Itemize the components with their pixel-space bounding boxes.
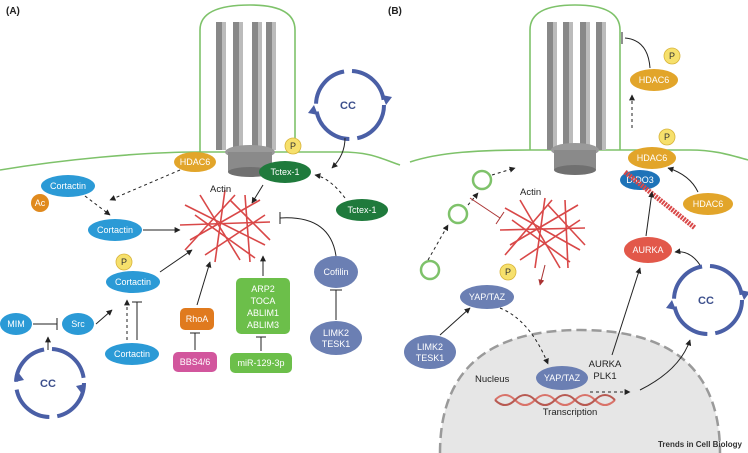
b-aurka-plk-line1: AURKA bbox=[589, 359, 622, 370]
b-phospho-hdac6-top bbox=[663, 47, 681, 65]
b-axoneme bbox=[547, 22, 606, 150]
b-phospho-hdac6-top-text: P bbox=[669, 51, 675, 61]
a-src-node bbox=[62, 313, 94, 335]
a-limk-node bbox=[310, 321, 362, 355]
b-limk-line2: TESK1 bbox=[416, 353, 445, 363]
a-phospho-tctex-text: P bbox=[290, 141, 296, 151]
a-cortactin-mid-node bbox=[88, 219, 142, 241]
a-cc-bottom-label: CC bbox=[40, 378, 56, 390]
b-limk-node bbox=[404, 335, 456, 369]
b-yap-cyto-node bbox=[460, 285, 514, 309]
a-phospho-cortactin-text: P bbox=[121, 257, 127, 267]
a-actin-mesh bbox=[179, 189, 271, 263]
a-tctex-free-node bbox=[336, 199, 388, 221]
a-limk-line1: LIMK2 bbox=[323, 328, 349, 338]
a-arp-line2: TOCA bbox=[251, 296, 276, 306]
b-yap-cyto-text: YAP/TAZ bbox=[469, 292, 506, 302]
b-limk-line1: LIMK2 bbox=[417, 342, 443, 352]
a-cofilin-text: Cofilin bbox=[323, 267, 348, 277]
a-cortactin-top-text: Cortactin bbox=[50, 181, 86, 191]
a-ac-node bbox=[31, 194, 49, 212]
b-nucleus bbox=[438, 328, 722, 453]
a-cofilin-node bbox=[314, 256, 358, 288]
a-limk-line2: TESK1 bbox=[322, 339, 351, 349]
b-basal-body bbox=[551, 143, 599, 175]
b-hdac6-free-text: HDAC6 bbox=[693, 199, 724, 209]
a-cortactin-mid-text: Cortactin bbox=[97, 225, 133, 235]
a-ac-text: Ac bbox=[35, 198, 46, 208]
b-phospho-yap-text: P bbox=[505, 267, 511, 277]
b-actin-mesh bbox=[499, 197, 586, 269]
b-hdac6-top-node bbox=[630, 69, 678, 91]
a-arp-box bbox=[236, 278, 290, 334]
journal-credit: Trends in Cell Biology bbox=[658, 440, 743, 449]
a-cc-bottom-cycle bbox=[14, 347, 86, 419]
b-hdac6-base-text: HDAC6 bbox=[637, 153, 668, 163]
b-vesicles bbox=[419, 169, 493, 281]
b-cc-label: CC bbox=[698, 295, 714, 307]
b-yap-nuc-node bbox=[536, 366, 588, 390]
a-arrows bbox=[33, 137, 346, 351]
b-cilium-membrane bbox=[529, 4, 621, 150]
a-cortactin-low-text: Cortactin bbox=[114, 349, 150, 359]
b-red-links bbox=[469, 197, 546, 286]
a-tctex-membrane-node bbox=[259, 161, 311, 183]
a-rhoa-text: RhoA bbox=[186, 314, 209, 324]
a-arp-line4: ABLIM3 bbox=[247, 320, 279, 330]
panel-b-label: (B) bbox=[388, 6, 402, 17]
b-actin-filament bbox=[623, 170, 697, 230]
a-mir-text: miR-129-3p bbox=[237, 358, 284, 368]
b-aurka-plk-line2: PLK1 bbox=[593, 371, 616, 382]
a-cortactin-top-node bbox=[41, 175, 95, 197]
b-dna bbox=[494, 394, 616, 406]
b-actin-label: Actin bbox=[520, 187, 541, 198]
a-mir-node bbox=[230, 353, 292, 373]
b-yap-nuc-text: YAP/TAZ bbox=[544, 373, 581, 383]
b-hdac6-free-node bbox=[683, 193, 733, 215]
a-cc-top-label: CC bbox=[340, 100, 356, 112]
b-cc-cycle bbox=[666, 264, 748, 336]
a-bbs-text: BBS4/6 bbox=[180, 357, 211, 367]
b-dido3-node bbox=[620, 170, 660, 190]
a-cc-top-cycle bbox=[308, 69, 392, 141]
a-arp-line1: ARP2 bbox=[251, 284, 275, 294]
a-hdac6-text: HDAC6 bbox=[180, 157, 211, 167]
b-aurka-node bbox=[624, 237, 672, 263]
b-nucleus-label: Nucleus bbox=[475, 374, 510, 385]
a-cortactin-p-node bbox=[106, 271, 160, 293]
panel-a-label: (A) bbox=[6, 6, 20, 17]
a-rhoa-node bbox=[180, 308, 214, 330]
b-aurka-text: AURKA bbox=[632, 245, 663, 255]
a-membrane bbox=[0, 151, 401, 171]
a-cilium-membrane bbox=[199, 4, 296, 152]
a-tctex-free-text: Tctex-1 bbox=[347, 205, 376, 215]
b-hdac6-top-text: HDAC6 bbox=[639, 75, 670, 85]
b-dido3-text: DIDO3 bbox=[626, 175, 654, 185]
b-transcription-label: Transcription bbox=[543, 407, 598, 418]
a-actin-label: Actin bbox=[210, 184, 231, 195]
a-mim-node bbox=[0, 313, 32, 335]
a-phospho-tctex bbox=[284, 137, 302, 155]
a-cortactin-p-text: Cortactin bbox=[115, 277, 151, 287]
b-membrane bbox=[409, 149, 748, 163]
a-axoneme bbox=[216, 22, 276, 150]
a-hdac6-node bbox=[174, 152, 216, 172]
b-phospho-yap bbox=[499, 263, 517, 281]
a-tctex-membrane-text: Tctex-1 bbox=[270, 167, 299, 177]
a-cortactin-low-node bbox=[105, 343, 159, 365]
a-arp-line3: ABLIM1 bbox=[247, 308, 279, 318]
b-phospho-hdac6-base-text: P bbox=[664, 132, 670, 142]
b-hdac6-base-node bbox=[628, 147, 676, 169]
a-phospho-cortactin bbox=[115, 253, 133, 271]
a-bbs-node bbox=[173, 352, 217, 372]
b-phospho-hdac6-base bbox=[658, 128, 676, 146]
b-arrows bbox=[427, 32, 701, 395]
a-src-text: Src bbox=[71, 319, 85, 329]
a-mim-text: MIM bbox=[7, 319, 25, 329]
